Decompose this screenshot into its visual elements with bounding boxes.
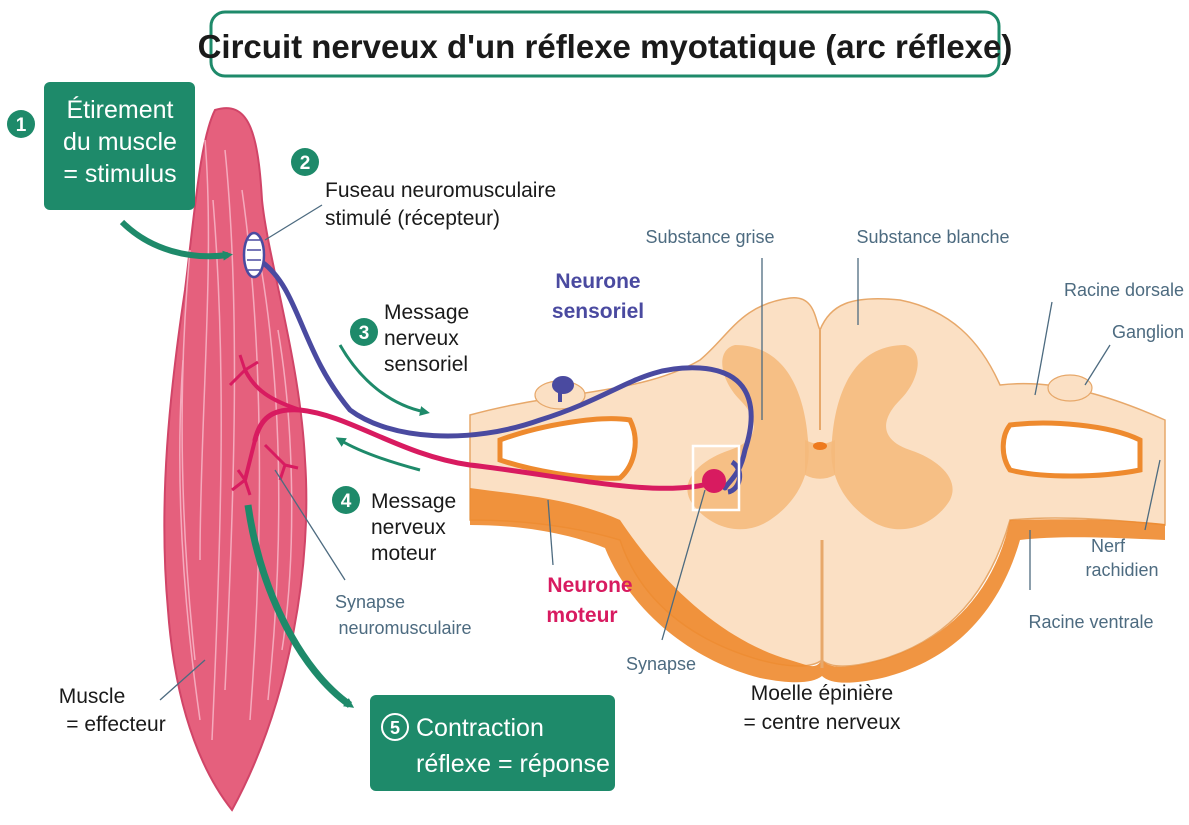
step-5: 5 Contraction réflexe = réponse [370,695,615,791]
label-racine-ventrale: Racine ventrale [1028,612,1153,632]
step-4: 4 Message nerveux moteur [332,486,456,565]
diagram-title: Circuit nerveux d'un réflexe myotatique … [198,28,1013,65]
label-rachidien: rachidien [1085,560,1158,580]
step-2-line-1: Fuseau neuromusculaire [325,179,556,202]
step-3-line-1: Message [384,301,469,324]
title-box: Circuit nerveux d'un réflexe myotatique … [198,12,1013,76]
step-5-line-2: réflexe = réponse [416,750,610,778]
step-4-line-1: Message [371,490,456,513]
step-4-number: 4 [341,491,352,512]
label-moelle-2: = centre nerveux [743,711,901,734]
step-5-number: 5 [390,718,400,738]
label-synapse: Synapse [626,654,696,674]
step-5-line-1: Contraction [416,714,544,742]
step-2-line-2: stimulé (récepteur) [325,207,500,230]
step-3: 3 Message nerveux sensoriel [350,301,469,376]
label-muscle-1: Muscle [59,685,126,708]
label-nerf: Nerf [1091,536,1126,556]
step-3-line-2: nerveux [384,327,459,350]
step-4-line-3: moteur [371,542,436,565]
motor-message-arrow [340,440,420,470]
label-racine-dorsale: Racine dorsale [1064,280,1184,300]
label-neurone-moteur-1: Neurone [547,574,632,597]
label-ganglion: Ganglion [1112,322,1184,342]
label-neurone-moteur-2: moteur [546,604,617,627]
label-neurone-sensoriel-1: Neurone [555,270,640,293]
label-neurone-sensoriel-2: sensoriel [552,300,644,323]
step-1-line-3: = stimulus [63,160,176,188]
label-moelle-1: Moelle épinière [751,682,893,705]
motor-cell-body [702,469,726,493]
step-1: 1 Étirement du muscle = stimulus [7,82,195,210]
muscle [164,108,306,810]
sensory-cell-body [552,376,574,394]
step-3-number: 3 [359,323,370,344]
label-muscle-2: = effecteur [66,713,165,736]
step-2-number: 2 [300,153,311,174]
label-synapse-nm-1: Synapse [335,592,405,612]
step-1-line-1: Étirement [67,95,174,124]
step-2: 2 Fuseau neuromusculaire stimulé (récept… [291,148,556,230]
step-4-line-2: nerveux [371,516,446,539]
label-substance-grise: Substance grise [645,227,774,247]
label-synapse-nm-2: neuromusculaire [338,618,471,638]
step-1-line-2: du muscle [63,128,177,156]
step-3-line-3: sensoriel [384,353,468,376]
label-substance-blanche: Substance blanche [856,227,1009,247]
step-1-number: 1 [16,115,27,136]
